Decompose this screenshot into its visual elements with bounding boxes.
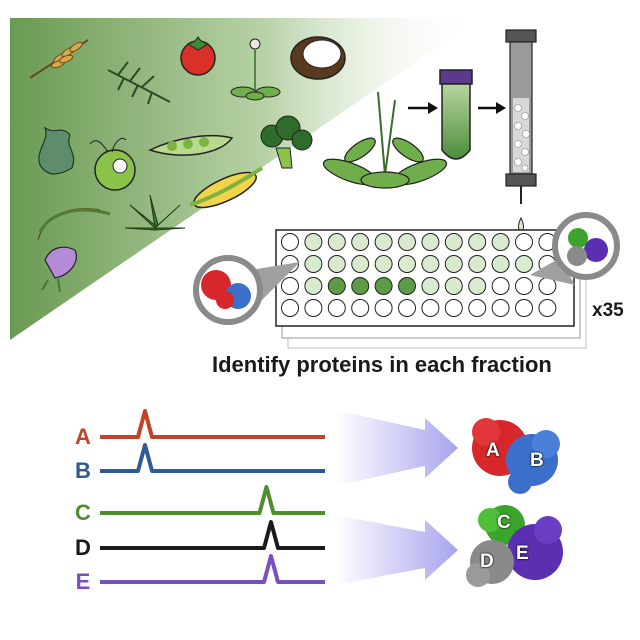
coconut-icon bbox=[290, 36, 346, 80]
plate-well bbox=[468, 277, 487, 295]
well-plate-stack bbox=[275, 229, 587, 349]
elution-trace-a bbox=[100, 409, 325, 439]
complex-label-a: A bbox=[486, 440, 500, 461]
plate-well bbox=[515, 277, 533, 295]
elution-profiles bbox=[100, 409, 325, 584]
plate-well bbox=[374, 255, 393, 273]
plate-well bbox=[351, 233, 370, 251]
plate-well bbox=[398, 277, 416, 295]
rosemary-icon bbox=[107, 61, 171, 105]
trace-label-e: E bbox=[75, 569, 91, 594]
caption: Identify proteins in each fraction bbox=[212, 352, 552, 377]
plate-well bbox=[491, 299, 510, 317]
zoom-callout-right bbox=[530, 212, 620, 285]
complex-cde-structure bbox=[466, 505, 563, 587]
plate-well bbox=[444, 233, 463, 251]
tomato-icon bbox=[180, 36, 216, 76]
plate-well bbox=[281, 299, 299, 317]
complex-label-d: D bbox=[480, 551, 494, 572]
plate-well bbox=[374, 233, 393, 251]
plate-well bbox=[281, 277, 299, 295]
arrow-to-complex-ab bbox=[335, 410, 458, 486]
seaweed-icon bbox=[38, 126, 75, 175]
arrow-to-complex-cde bbox=[335, 515, 458, 585]
plate-well bbox=[351, 255, 370, 273]
corn-icon bbox=[189, 166, 264, 209]
plate-well bbox=[468, 299, 487, 317]
plate-well bbox=[538, 299, 557, 317]
plate-well bbox=[515, 299, 533, 317]
cannabis-icon bbox=[124, 194, 186, 231]
plate-well bbox=[515, 233, 533, 251]
plate-well bbox=[444, 255, 463, 273]
plate-well bbox=[327, 299, 346, 317]
plate-well bbox=[491, 255, 510, 273]
plate-well bbox=[421, 233, 440, 251]
arabidopsis-rosette-icon bbox=[322, 91, 448, 189]
plate-well bbox=[351, 299, 370, 317]
chromatography-column bbox=[505, 29, 537, 275]
elution-trace-e bbox=[100, 554, 325, 584]
wheat-icon bbox=[29, 39, 89, 79]
plate-well bbox=[304, 299, 323, 317]
plate-well bbox=[491, 233, 510, 251]
plate-well bbox=[398, 255, 416, 273]
chlamydomonas-icon bbox=[89, 138, 136, 191]
plate-well bbox=[374, 299, 393, 317]
arrow-right-icon bbox=[408, 102, 438, 114]
plate-well bbox=[421, 277, 440, 295]
lysate-tube bbox=[439, 69, 473, 160]
replicate-count: x35 bbox=[592, 300, 624, 321]
plate-well bbox=[398, 299, 416, 317]
plate-well bbox=[327, 255, 346, 273]
elution-trace-c bbox=[100, 485, 325, 515]
plate-well bbox=[398, 233, 416, 251]
plate-well bbox=[468, 255, 487, 273]
trace-label-b: B bbox=[75, 458, 91, 483]
plate-well bbox=[468, 233, 487, 251]
trace-label-a: A bbox=[75, 424, 91, 449]
pea-pod-icon bbox=[148, 134, 234, 156]
plate-well bbox=[304, 255, 323, 273]
plate-well bbox=[304, 233, 323, 251]
plate-well bbox=[281, 233, 299, 251]
plate-well bbox=[421, 255, 440, 273]
complex-label-b: B bbox=[530, 450, 544, 471]
plate-well bbox=[444, 277, 463, 295]
zoom-callout-left bbox=[193, 255, 300, 325]
plate-well bbox=[351, 277, 370, 295]
arrow-right-icon bbox=[478, 102, 506, 114]
broccoli-icon bbox=[260, 115, 313, 169]
complex-label-c: C bbox=[497, 512, 511, 533]
complex-ab-structure bbox=[472, 418, 560, 494]
rice-icon bbox=[37, 208, 111, 241]
complex-label-e: E bbox=[516, 543, 529, 564]
elution-trace-d bbox=[100, 520, 325, 550]
plate-well bbox=[327, 277, 346, 295]
arabidopsis-small-icon bbox=[230, 38, 281, 101]
trace-label-d: D bbox=[75, 535, 91, 560]
trace-label-c: C bbox=[75, 500, 91, 525]
plate-well bbox=[444, 299, 463, 317]
plate-well bbox=[491, 277, 510, 295]
lavender-flower-icon bbox=[41, 246, 77, 293]
plate-well bbox=[515, 255, 533, 273]
plate-well bbox=[421, 299, 440, 317]
elution-trace-b bbox=[100, 443, 325, 473]
plate-well bbox=[304, 277, 323, 295]
plate-well bbox=[327, 233, 346, 251]
plate-well bbox=[374, 277, 393, 295]
